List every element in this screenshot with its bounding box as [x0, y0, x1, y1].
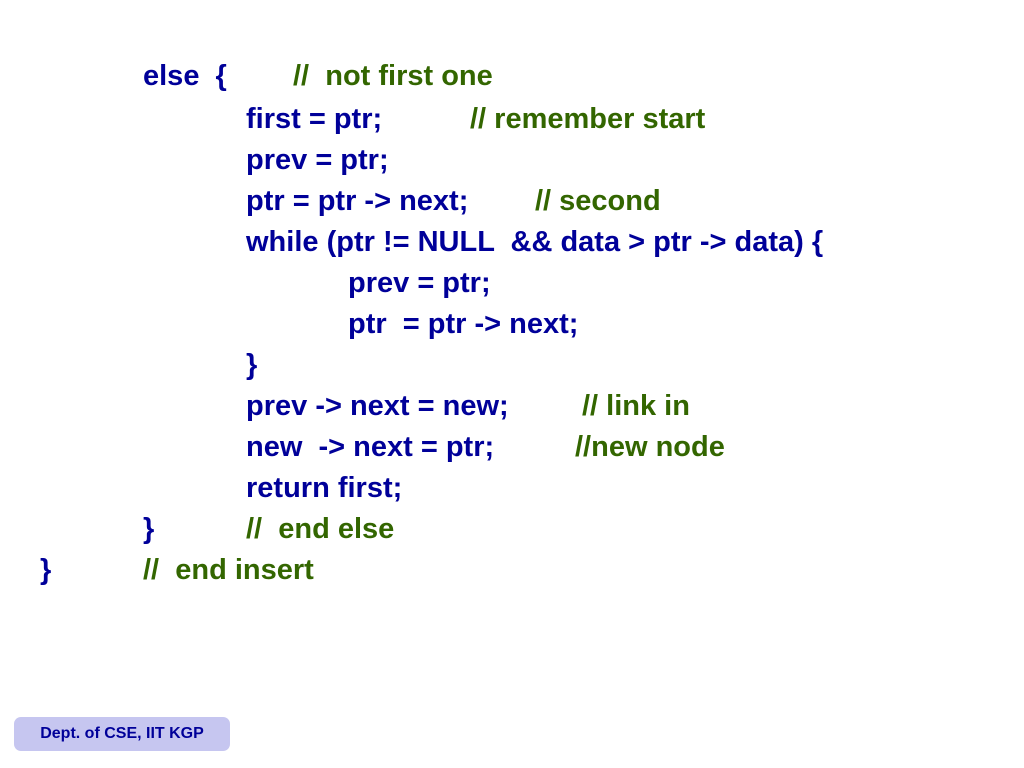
code-text: first = ptr;: [246, 103, 383, 135]
code-text: new -> next = ptr;: [246, 431, 495, 463]
code-comment: // link in: [582, 390, 690, 422]
code-line: prev -> next = new; // link in: [0, 389, 690, 525]
code-line: first = ptr; // remember start: [0, 102, 705, 238]
code-comment: // second: [535, 185, 661, 217]
code-text: else {: [143, 60, 227, 92]
code-text: prev = ptr;: [246, 144, 389, 176]
code-text: ptr = ptr -> next;: [246, 185, 469, 217]
code-line: } // end insert: [0, 553, 314, 689]
footer-label: Dept. of CSE, IIT KGP: [14, 717, 230, 751]
code-comment: // end insert: [143, 554, 314, 586]
code-text: return first;: [246, 472, 403, 504]
code-line: ptr = ptr -> next; // second: [0, 184, 661, 320]
code-line: while (ptr != NULL && data > ptr -> data…: [0, 225, 823, 327]
code-text: }: [143, 513, 155, 545]
code-line: }: [0, 348, 257, 450]
code-line: new -> next = ptr; //new node: [0, 430, 725, 566]
code-comment: // end else: [246, 513, 395, 545]
code-text: prev -> next = new;: [246, 390, 509, 422]
code-text: }: [40, 554, 52, 586]
code-text: }: [246, 349, 258, 381]
code-text: while (ptr != NULL && data > ptr -> data…: [246, 226, 824, 258]
code-line: } // end else: [0, 512, 394, 648]
code-line: else { // not first one: [0, 59, 493, 195]
code-line: prev = ptr;: [0, 266, 491, 368]
code-text: prev = ptr;: [348, 267, 491, 299]
code-text: ptr = ptr -> next;: [348, 308, 579, 340]
code-line: return first;: [0, 471, 402, 573]
code-line: prev = ptr;: [0, 143, 389, 245]
code-comment: // not first one: [293, 60, 493, 92]
code-line: ptr = ptr -> next;: [0, 307, 578, 409]
code-comment: //new node: [575, 431, 725, 463]
code-comment: // remember start: [470, 103, 706, 135]
